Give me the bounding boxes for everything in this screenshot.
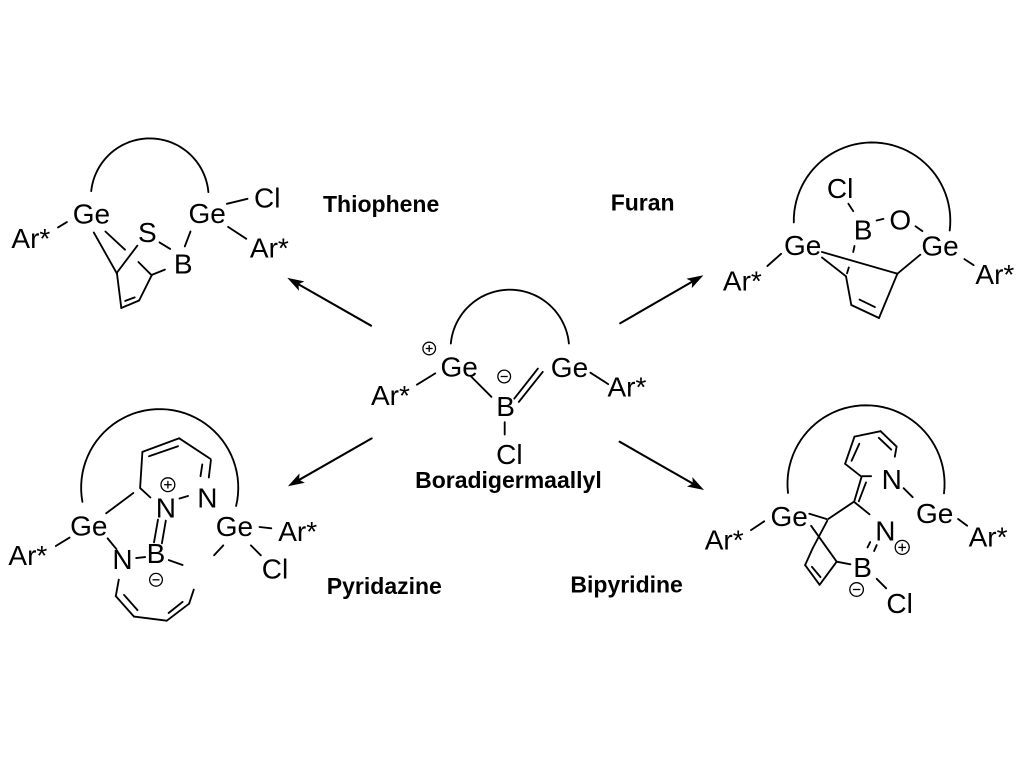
svg-text:Ge: Ge xyxy=(771,501,808,532)
svg-text:Furan: Furan xyxy=(611,190,675,216)
svg-text:Ge: Ge xyxy=(921,231,958,262)
svg-text:Ge: Ge xyxy=(216,511,253,542)
svg-text:Ge: Ge xyxy=(551,352,588,383)
svg-text:Ge: Ge xyxy=(73,199,110,230)
svg-text:O: O xyxy=(889,204,911,235)
svg-text:N: N xyxy=(197,483,217,514)
svg-text:Ar*: Ar* xyxy=(11,223,50,254)
svg-text:Ge: Ge xyxy=(441,351,478,382)
svg-text:B: B xyxy=(496,391,515,422)
svg-text:S: S xyxy=(138,217,157,248)
svg-text:Ar*: Ar* xyxy=(969,522,1008,553)
svg-text:B: B xyxy=(174,249,193,280)
svg-text:B: B xyxy=(853,552,872,583)
svg-text:B: B xyxy=(854,214,873,245)
svg-text:N: N xyxy=(875,516,895,547)
svg-text:Pyridazine: Pyridazine xyxy=(327,573,442,599)
svg-text:Ar*: Ar* xyxy=(975,259,1014,290)
svg-text:Ar*: Ar* xyxy=(371,380,410,411)
svg-text:B: B xyxy=(147,538,166,569)
svg-text:Ar*: Ar* xyxy=(723,265,762,296)
svg-text:Ar*: Ar* xyxy=(278,516,317,547)
svg-text:Ge: Ge xyxy=(189,198,226,229)
svg-text:Ar*: Ar* xyxy=(250,232,289,263)
svg-text:Ge: Ge xyxy=(916,498,953,529)
svg-text:Cl: Cl xyxy=(262,554,288,585)
svg-text:Cl: Cl xyxy=(827,173,853,204)
svg-text:Ge: Ge xyxy=(784,230,821,261)
svg-text:Cl: Cl xyxy=(254,182,280,213)
svg-text:Ar*: Ar* xyxy=(705,525,744,556)
svg-text:N: N xyxy=(882,464,902,495)
svg-text:N: N xyxy=(156,493,176,524)
svg-text:Thiophene: Thiophene xyxy=(323,191,439,217)
svg-text:N: N xyxy=(112,544,132,575)
svg-text:Ar*: Ar* xyxy=(608,372,647,403)
svg-text:Bipyridine: Bipyridine xyxy=(570,572,682,598)
svg-text:Boradigermaallyl: Boradigermaallyl xyxy=(415,467,602,493)
svg-text:Ar*: Ar* xyxy=(8,540,47,571)
svg-text:Ge: Ge xyxy=(70,510,107,541)
svg-text:Cl: Cl xyxy=(886,588,912,619)
svg-text:Cl: Cl xyxy=(496,439,522,470)
